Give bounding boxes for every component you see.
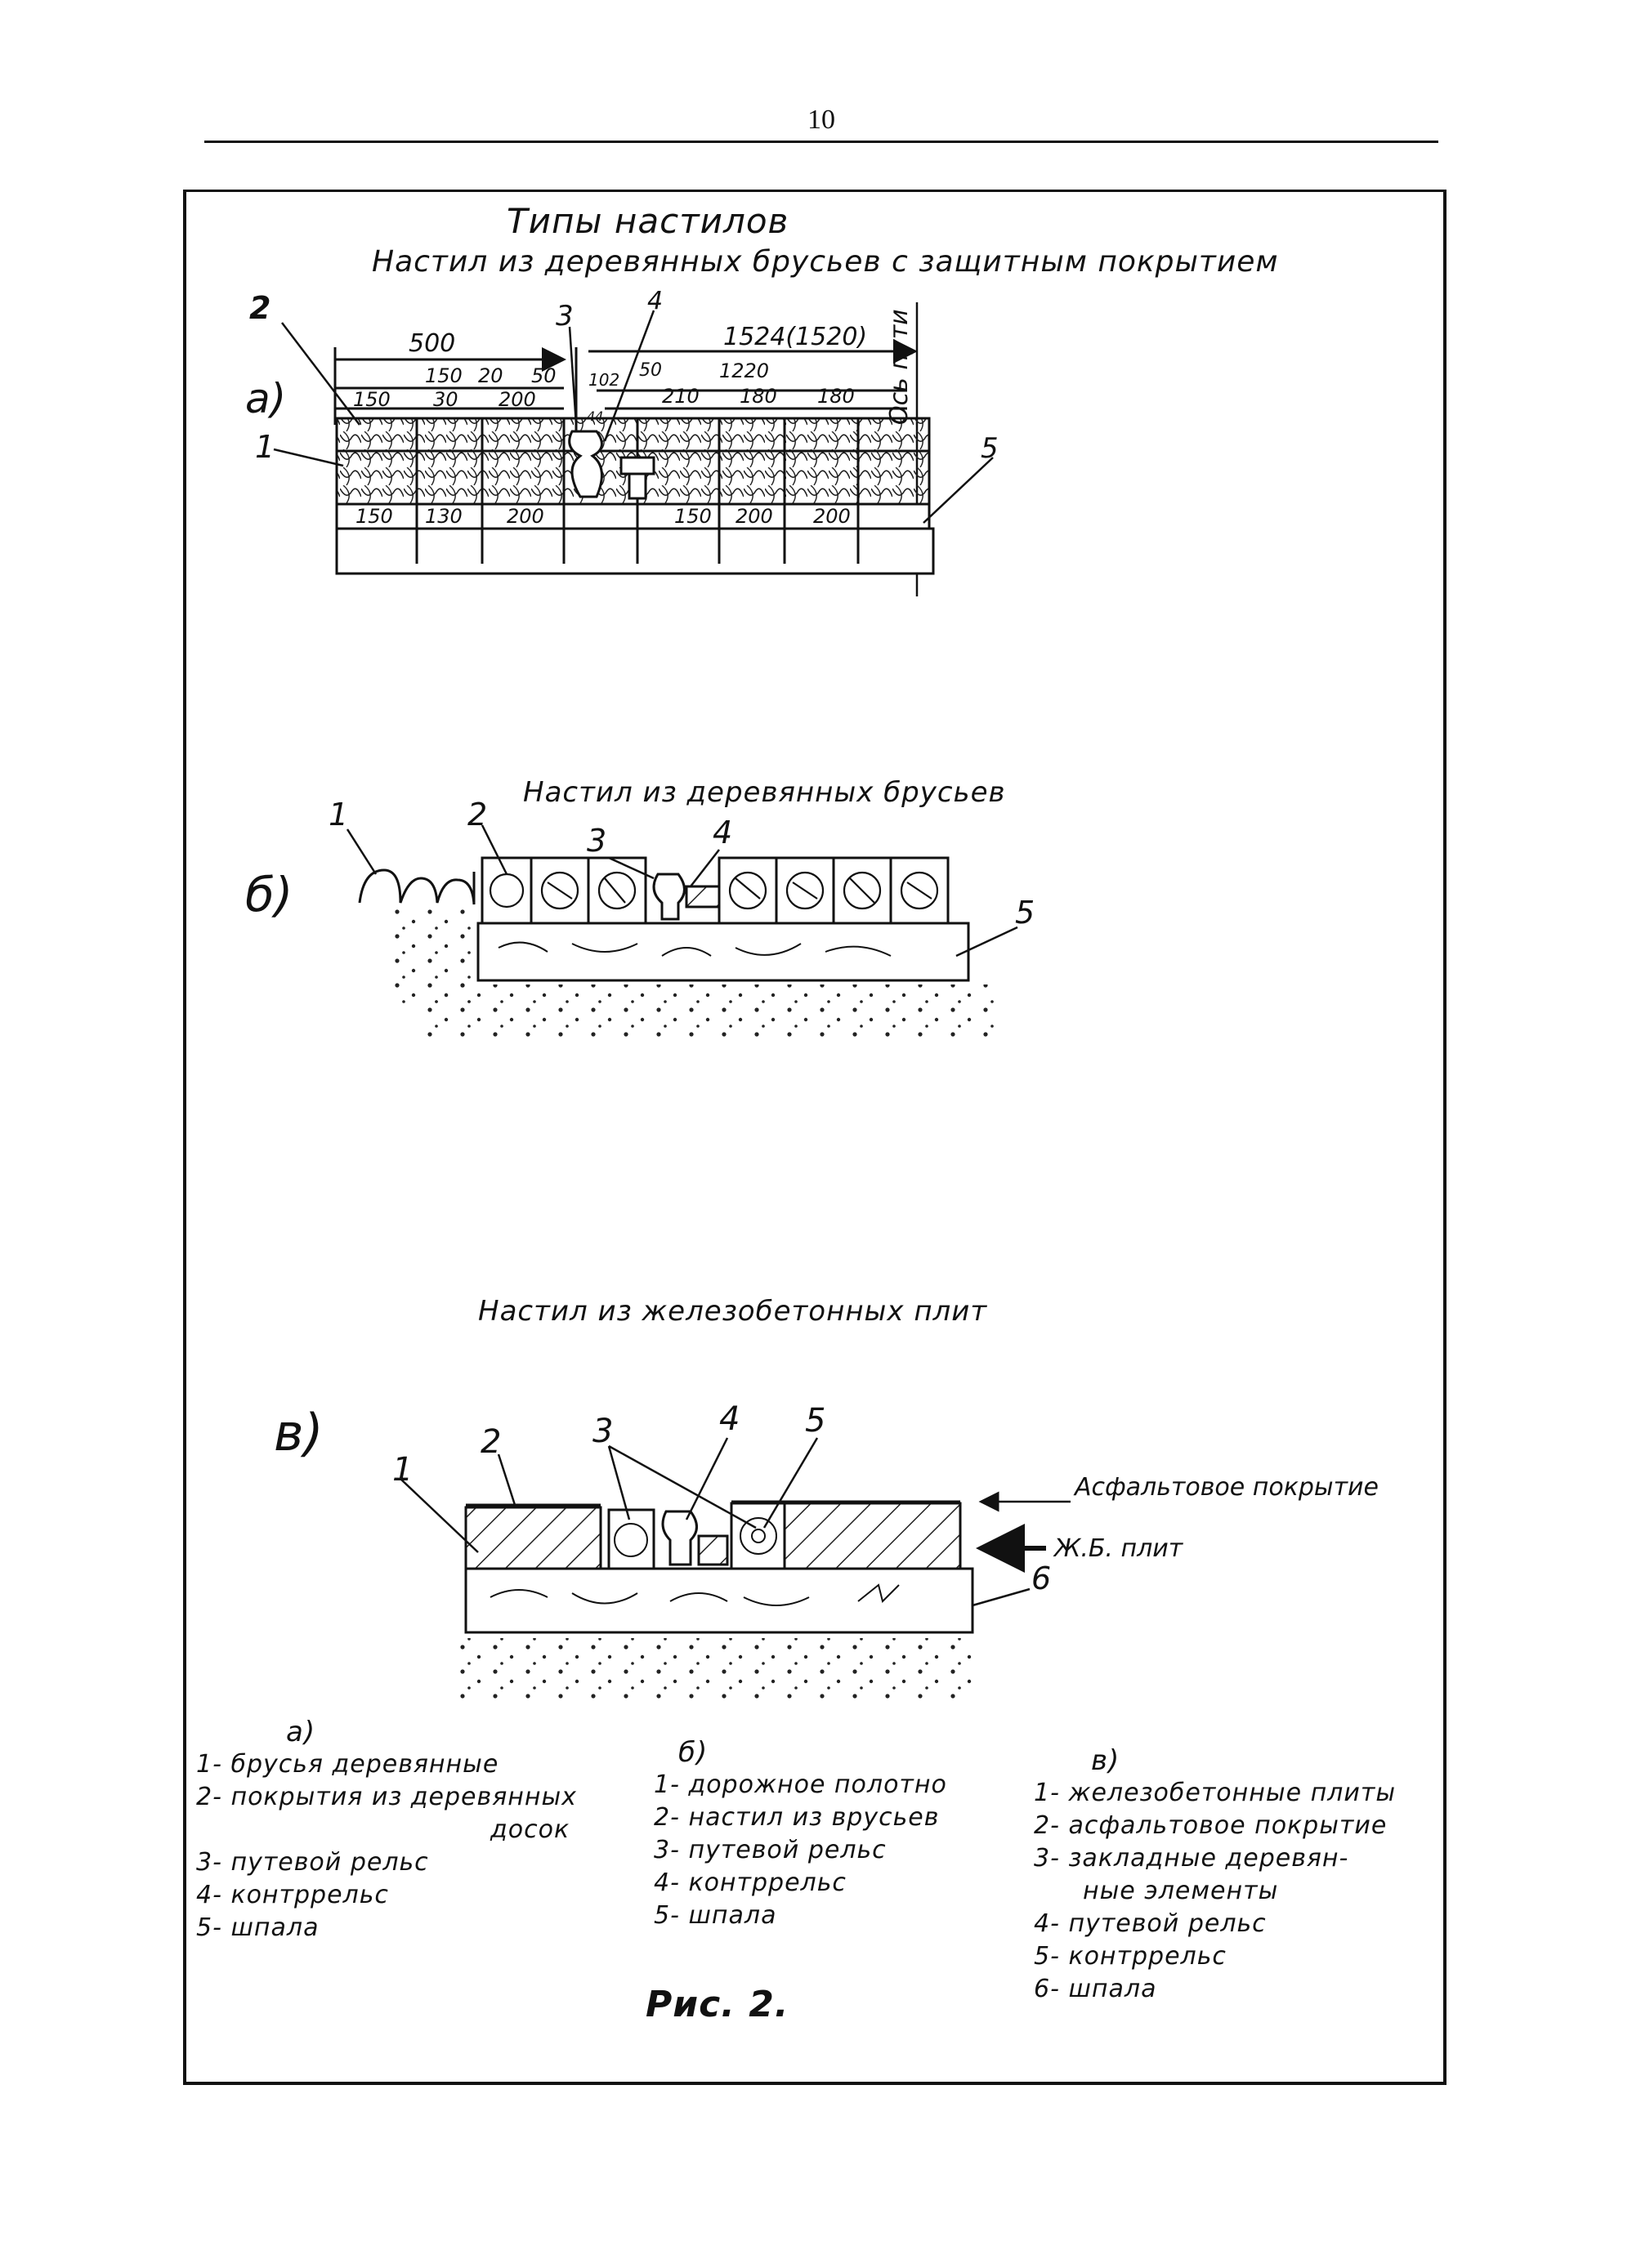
legend-a-head: а) <box>286 1716 316 1748</box>
letter-a: а) <box>245 375 286 422</box>
guard-rail-c <box>697 1534 729 1566</box>
sleeper-c <box>464 1567 974 1634</box>
dim-180a: 180 <box>740 385 777 408</box>
callout-b-4: 4 <box>713 815 732 850</box>
legend-b-item: 1- дорожное полотно <box>654 1770 947 1799</box>
callout-a-3: 3 <box>556 300 574 333</box>
embedded-left <box>607 1508 655 1570</box>
figure-caption: Рис. 2. <box>646 1984 789 2025</box>
callout-b-3: 3 <box>587 823 606 859</box>
callout-c-2: 2 <box>481 1423 501 1461</box>
sleeper <box>335 527 935 575</box>
callout-a-5: 5 <box>981 432 999 465</box>
legend-b-item: 5- шпала <box>654 1901 777 1930</box>
diagram-b <box>346 824 1018 1042</box>
dim-150a: 150 <box>425 364 463 387</box>
ballast-c <box>458 1638 973 1703</box>
ballast-b <box>425 984 997 1042</box>
legend-c-item: 1- железобетонные плиты <box>1034 1779 1397 1807</box>
dim-130: 130 <box>425 505 463 528</box>
roadbed-edge <box>358 868 476 905</box>
title-c: Настил из железобетонных плит <box>478 1295 988 1328</box>
diagram-a <box>273 302 994 596</box>
title-a: Настил из деревянных брусьев с защитным … <box>372 245 1279 279</box>
plate-right <box>783 1502 962 1570</box>
legend-b-item: 3- путевой рельс <box>654 1836 887 1864</box>
dim-200d: 200 <box>813 505 851 528</box>
rail-profile <box>568 430 603 498</box>
axis-label: Ось пути <box>885 309 914 425</box>
header-rule <box>204 141 1438 143</box>
sleeper-b <box>476 922 970 982</box>
drawing-frame <box>183 190 1446 2085</box>
legend-a-item: 4- контррельс <box>196 1881 389 1909</box>
legend-b-item: 2- настил из врусьев <box>654 1803 940 1832</box>
letter-b: б) <box>245 867 293 922</box>
legend-c-item: 4- путевой рельс <box>1034 1909 1267 1938</box>
dim-20a: 20 <box>478 364 503 387</box>
legend-c-item: ные элементы <box>1083 1877 1279 1905</box>
legend-a-item: 2- покрытия из деревянных <box>196 1783 577 1811</box>
dim-200c: 200 <box>736 505 773 528</box>
label-asphalt: Асфальтовое покрытие <box>1073 1473 1379 1502</box>
legend-a: а) 1- брусья деревянные 2- покрытия из д… <box>196 1716 577 1944</box>
callout-b-2: 2 <box>467 797 487 833</box>
dim-44: 44 <box>587 409 603 424</box>
callout-b-5: 5 <box>1015 895 1035 931</box>
legend-a-item: 1- брусья деревянные <box>196 1750 499 1779</box>
dim-1524: 1524(1520) <box>723 323 867 351</box>
legend-c-item: 5- контррельс <box>1034 1942 1227 1971</box>
legend-c-item: 3- закладные деревян- <box>1034 1844 1349 1873</box>
letter-c: в) <box>274 1403 324 1462</box>
dim-102: 102 <box>588 370 619 390</box>
legend-a-item: досок <box>490 1815 570 1844</box>
legend-c-item: 6- шпала <box>1034 1975 1157 2003</box>
legend-c-item: 2- асфальтовое покрытие <box>1034 1811 1388 1840</box>
dim-180b: 180 <box>817 385 855 408</box>
label-plates: Ж.Б. плит <box>1053 1534 1184 1563</box>
callout-c-6: 6 <box>1031 1560 1051 1596</box>
dim-200a: 200 <box>499 388 536 411</box>
diagram-c <box>400 1437 1071 1703</box>
rail-b <box>652 873 686 921</box>
dim-150c: 150 <box>355 505 393 528</box>
legend-c: в) 1- железобетонные плиты 2- асфальтово… <box>1034 1744 1396 2006</box>
main-title: Типы настилов <box>507 201 789 241</box>
legend-b: б) 1- дорожное полотно 2- настил из врус… <box>654 1736 947 1932</box>
dim-150b: 150 <box>353 388 391 411</box>
dim-30: 30 <box>433 388 458 411</box>
guard-rail-profile <box>619 456 655 500</box>
dim-200b: 200 <box>507 505 544 528</box>
legend-c-head: в) <box>1091 1744 1120 1777</box>
legend-a-item: 3- путевой рельс <box>196 1848 429 1877</box>
callout-c-3: 3 <box>592 1413 613 1450</box>
coating-layer <box>335 417 931 453</box>
dim-210: 210 <box>662 385 700 408</box>
plate-left <box>464 1506 602 1570</box>
guard-rail-b <box>685 885 721 909</box>
rail-c <box>661 1510 698 1566</box>
dim-1220: 1220 <box>719 359 769 382</box>
callout-c-1: 1 <box>392 1451 413 1489</box>
legend-b-head: б) <box>678 1736 709 1769</box>
title-b: Настил из деревянных брусьев <box>523 776 1006 809</box>
dim-150d: 150 <box>674 505 712 528</box>
callout-c-4: 4 <box>719 1400 740 1438</box>
page-number: 10 <box>807 105 835 135</box>
callout-a-1: 1 <box>255 429 275 465</box>
legend-a-item: 5- шпала <box>196 1913 320 1942</box>
callout-a-2: 2 <box>249 290 271 326</box>
dim-500: 500 <box>409 329 455 358</box>
callout-b-1: 1 <box>329 797 348 833</box>
callout-c-5: 5 <box>805 1402 825 1440</box>
dim-50a: 50 <box>531 364 557 387</box>
dim-50b: 50 <box>639 360 662 381</box>
legend-b-item: 4- контррельс <box>654 1868 847 1897</box>
callout-a-4: 4 <box>647 287 663 315</box>
